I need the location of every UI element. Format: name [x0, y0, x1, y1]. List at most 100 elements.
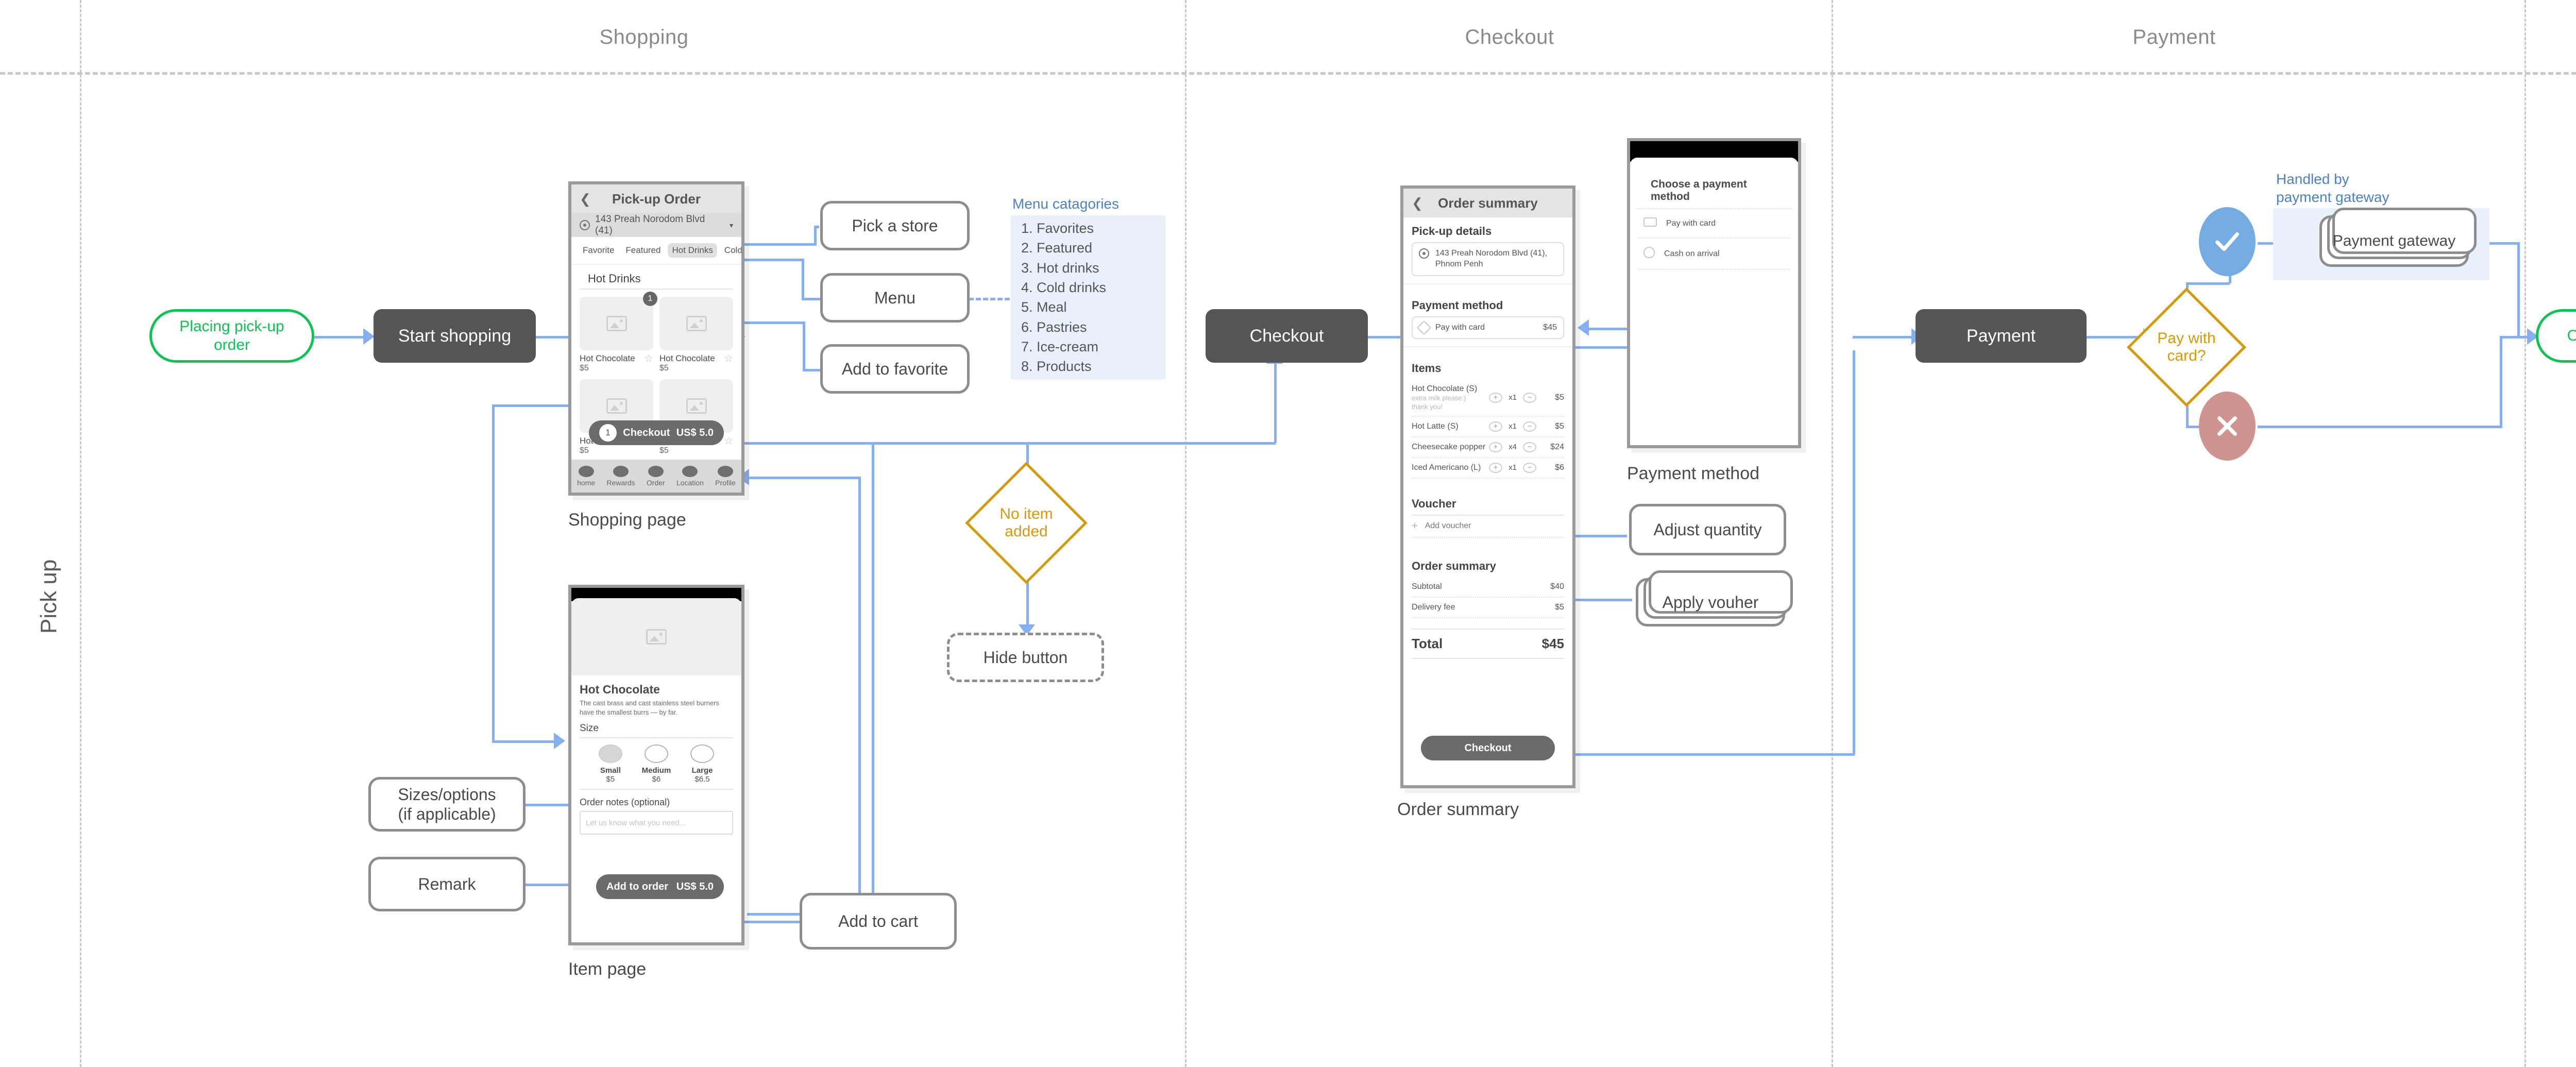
checkout-cta-button[interactable]: 1 Checkout US$ 5.0	[589, 420, 724, 445]
connector	[2186, 282, 2230, 285]
node-menu[interactable]: Menu	[820, 273, 970, 323]
payment-option[interactable]: Pay with card	[1638, 209, 1790, 239]
category-tab[interactable]: Featured	[625, 245, 661, 255]
product-card[interactable]: Hot Chocolate$5☆	[659, 297, 733, 373]
decrease-quantity-button[interactable]: −	[1523, 421, 1536, 432]
phone-shopping-page: ❮ Pick-up Order 143 Preah Norodom Blvd (…	[568, 181, 744, 496]
node-placing-pickup-order[interactable]: Placing pick-up order	[149, 309, 314, 363]
order-notes-input[interactable]: Let us know what you need...	[580, 811, 733, 835]
size-label: Size	[580, 717, 733, 739]
increase-quantity-button[interactable]: +	[1489, 462, 1502, 473]
size-price: $6	[652, 775, 661, 784]
node-add-to-favorite[interactable]: Add to favorite	[820, 344, 970, 394]
item-note: extra milk please:) thank you!	[1412, 394, 1466, 411]
decrease-quantity-button[interactable]: −	[1523, 392, 1536, 403]
favorite-star-icon[interactable]: ☆	[644, 353, 653, 364]
connector	[747, 477, 860, 479]
chevron-down-icon[interactable]: ▾	[729, 221, 733, 229]
category-tab[interactable]: Cold Drinks	[724, 245, 742, 255]
decrease-quantity-button[interactable]: −	[1523, 442, 1536, 452]
money-bag-icon	[1643, 247, 1655, 258]
node-start-shopping[interactable]: Start shopping	[374, 309, 536, 363]
column-title-payment: Payment	[2132, 26, 2216, 48]
page-title: Pick-up Order	[612, 191, 701, 207]
node-remark[interactable]: Remark	[368, 857, 526, 911]
decrease-quantity-button[interactable]: −	[1523, 462, 1536, 473]
node-add-to-cart[interactable]: Add to cart	[800, 893, 957, 950]
node-pick-a-store[interactable]: Pick a store	[820, 201, 970, 250]
nav-item[interactable]: Location	[676, 465, 704, 487]
category-tab[interactable]: Favorite	[583, 245, 615, 255]
size-swatch	[598, 744, 622, 764]
size-name: Large	[691, 766, 713, 775]
product-thumbnail: 1	[580, 292, 657, 350]
node-order-placed[interactable]: Order placed	[2536, 309, 2576, 363]
increase-quantity-button[interactable]: +	[1489, 442, 1502, 452]
node-apply-voucher[interactable]: Apply vouher	[1636, 570, 1793, 626]
size-swatch	[644, 744, 668, 764]
image-placeholder-icon	[606, 398, 627, 414]
size-price: $5	[606, 775, 615, 784]
product-price: $5	[580, 446, 589, 455]
summary-checkout-button[interactable]: Checkout	[1421, 736, 1555, 760]
node-adjust-quantity[interactable]: Adjust quantity	[1629, 504, 1786, 555]
add-to-order-button[interactable]: Add to order US$ 5.0	[596, 874, 724, 899]
connector	[1026, 443, 1029, 474]
node-sizes-options[interactable]: Sizes/options (if applicable)	[368, 777, 526, 832]
add-voucher-row[interactable]: + Add voucher	[1412, 514, 1564, 538]
connector	[2500, 336, 2531, 338]
favorite-star-icon[interactable]: ☆	[724, 353, 733, 364]
connector	[1026, 571, 1029, 630]
size-options[interactable]: Small$5 Medium$6 Large$6.5	[580, 738, 733, 790]
location-pin-icon	[1419, 248, 1429, 259]
node-label: Pay with card?	[2157, 329, 2216, 365]
payment-method-value: Pay with card	[1435, 323, 1485, 332]
pickup-details-heading: Pick-up details	[1412, 225, 1492, 238]
connector	[492, 740, 559, 743]
size-option[interactable]: Large$6.5	[690, 744, 715, 784]
increase-quantity-button[interactable]: +	[1489, 392, 1502, 403]
caption-item-page: Item page	[568, 959, 647, 979]
favorite-star-icon[interactable]: ☆	[724, 435, 733, 447]
size-option[interactable]: Small$5	[598, 744, 622, 784]
total-label: Total	[1412, 635, 1443, 651]
nav-item[interactable]: Rewards	[606, 465, 635, 487]
add-to-order-label: Add to order	[606, 880, 668, 892]
nav-item[interactable]: Order	[647, 465, 665, 487]
product-price: $5	[580, 364, 589, 372]
product-price: $5	[659, 446, 669, 455]
pencil-icon	[1416, 320, 1432, 335]
node-no-item-added[interactable]: No item added	[965, 462, 1088, 584]
increase-quantity-button[interactable]: +	[1489, 421, 1502, 432]
lane-divider-top	[0, 72, 2576, 75]
chevron-left-icon[interactable]: ❮	[1412, 195, 1423, 211]
payment-option[interactable]: Cash on arrival	[1638, 239, 1790, 270]
pickup-address-box[interactable]: 143 Preah Norodom Blvd (41), Phnom Penh	[1412, 242, 1564, 276]
order-item-row: Hot Latte (S)+x1−$5	[1412, 417, 1564, 437]
category-tab[interactable]: Hot Drinks	[668, 243, 717, 258]
items-list: Hot Chocolate (S)extra milk please:) tha…	[1403, 379, 1572, 479]
connector	[736, 321, 805, 324]
summary-label: Delivery fee	[1412, 602, 1455, 612]
nav-item[interactable]: home	[577, 465, 595, 487]
node-hide-button[interactable]: Hide button	[947, 633, 1104, 682]
image-placeholder-icon	[686, 316, 707, 331]
connector	[1274, 361, 1277, 443]
node-checkout[interactable]: Checkout	[1206, 309, 1368, 363]
size-option[interactable]: Medium$6	[642, 744, 671, 784]
node-pay-with-card-decision[interactable]: Pay with card?	[2126, 287, 2247, 407]
category-tabs[interactable]: Favorite Featured Hot Drinks Cold Drinks	[571, 237, 741, 265]
nav-item[interactable]: Profile	[715, 465, 736, 487]
store-address-row[interactable]: 143 Preah Norodom Blvd (41) ▾	[571, 213, 741, 237]
chevron-left-icon[interactable]: ❮	[580, 191, 591, 207]
node-payment-gateway[interactable]: Payment gateway	[2319, 208, 2477, 267]
lane-divider-shopping-checkout	[1185, 0, 1187, 1067]
bottom-nav[interactable]: home Rewards Order Location Profile	[571, 460, 741, 493]
payment-method-box[interactable]: Pay with card $45	[1412, 316, 1564, 340]
payment-option-label: Pay with card	[1666, 218, 1716, 228]
node-payment[interactable]: Payment	[1916, 309, 2087, 363]
